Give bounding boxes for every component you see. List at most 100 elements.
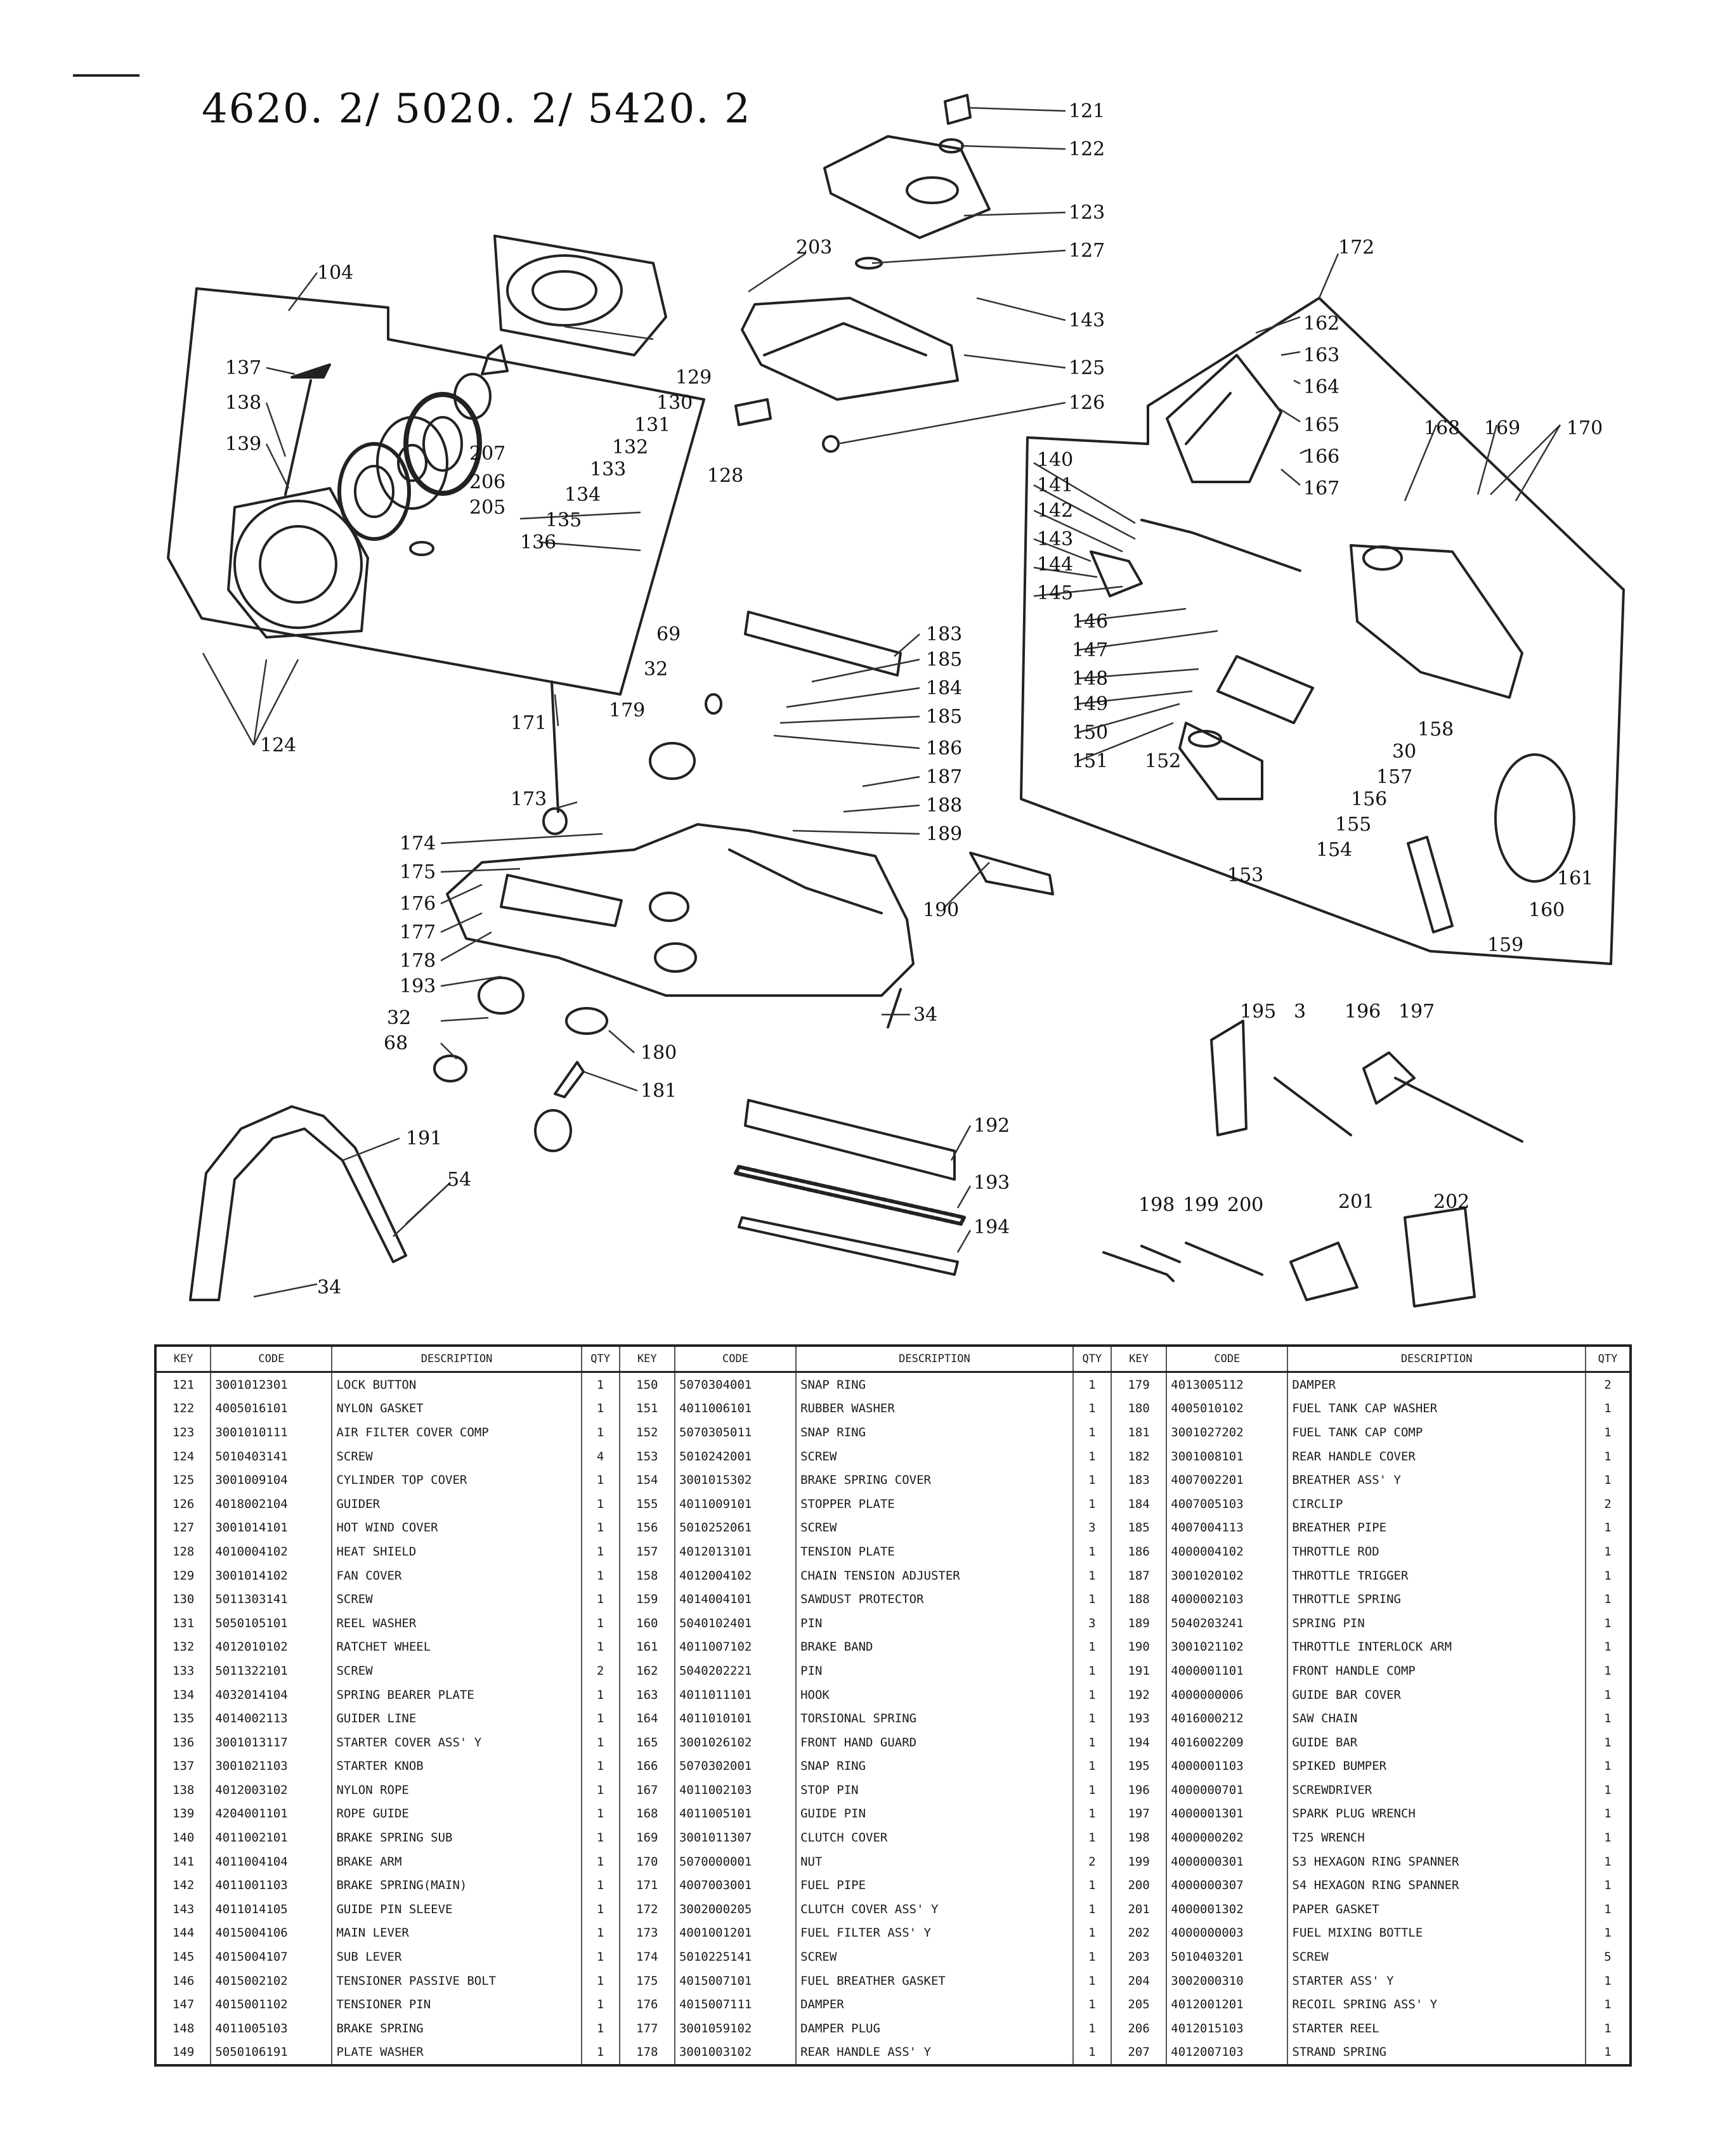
table-cell: 176: [618, 1992, 675, 2017]
table-cell: 186: [1110, 1540, 1168, 1564]
table-cell: 4001001201: [674, 1921, 797, 1945]
table-cell: CLUTCH COVER: [795, 1826, 1074, 1850]
table-cell: 1: [580, 1897, 620, 1921]
table-cell: 4012010102: [210, 1635, 333, 1659]
part-label: 177: [400, 921, 436, 944]
table-cell: 4000001103: [1166, 1754, 1289, 1779]
table-cell: 1: [1072, 1372, 1112, 1397]
part-label: 143: [1037, 528, 1073, 550]
table-cell: 3001021103: [210, 1754, 333, 1779]
table-cell: 137: [154, 1754, 212, 1779]
table-cell: 1: [1584, 1468, 1632, 1492]
table-cell: 3001013117: [210, 1730, 333, 1755]
table-cell: 195: [1110, 1754, 1168, 1779]
table-cell: 4016000212: [1166, 1706, 1289, 1731]
table-cell: SCREW: [1287, 1945, 1586, 1969]
table-cell: 130: [154, 1587, 212, 1611]
table-cell: 196: [1110, 1778, 1168, 1802]
part-label: 144: [1037, 554, 1073, 576]
table-cell: 1: [580, 1682, 620, 1707]
part-label: 142: [1037, 500, 1073, 522]
part-label: 141: [1037, 474, 1073, 497]
table-cell: 4015007101: [674, 1968, 797, 1993]
table-cell: 3001009104: [210, 1468, 333, 1492]
table-cell: NYLON GASKET: [331, 1396, 582, 1421]
part-label: 199: [1183, 1194, 1219, 1216]
table-cell: 3001014102: [210, 1563, 333, 1588]
table-cell: FUEL BREATHER GASKET: [795, 1968, 1074, 1993]
table-cell: 1: [1584, 1802, 1632, 1826]
table-cell: BREATHER PIPE: [1287, 1516, 1586, 1540]
column-header: DESCRIPTION: [331, 1346, 582, 1373]
table-cell: PLATE WASHER: [331, 2040, 582, 2066]
table-cell: 1: [1072, 1491, 1112, 1516]
table-cell: 1: [580, 1754, 620, 1779]
table-cell: 153: [618, 1444, 675, 1469]
table-cell: SCREW: [795, 1444, 1074, 1469]
table-cell: T25 WRENCH: [1287, 1826, 1586, 1850]
part-label: 123: [1069, 202, 1105, 224]
part-label: 172: [1338, 237, 1374, 259]
table-cell: 1: [580, 1921, 620, 1945]
part-label: 122: [1069, 138, 1105, 160]
table-cell: 1: [1584, 1420, 1632, 1445]
table-cell: 5070304001: [674, 1372, 797, 1397]
table-cell: 3001015302: [674, 1468, 797, 1492]
table-cell: HOOK: [795, 1682, 1074, 1707]
table-cell: 4000000307: [1166, 1873, 1289, 1898]
table-cell: 1: [580, 1873, 620, 1898]
part-label: 159: [1487, 934, 1523, 956]
table-cell: 178: [618, 2040, 675, 2066]
table-cell: 1: [1584, 1682, 1632, 1707]
table-cell: 2: [1072, 1849, 1112, 1874]
table-cell: 1: [1584, 1587, 1632, 1611]
table-cell: 4007002201: [1166, 1468, 1289, 1492]
starter-assembly-panel: [167, 235, 705, 696]
table-cell: 1: [1584, 1968, 1632, 1993]
table-cell: SAWDUST PROTECTOR: [795, 1587, 1074, 1611]
table-cell: GUIDER: [331, 1491, 582, 1516]
table-cell: 4011006101: [674, 1396, 797, 1421]
part-label: 143: [1069, 309, 1105, 332]
column-header: QTY: [1584, 1346, 1632, 1373]
table-cell: BRAKE SPRING SUB: [331, 1826, 582, 1850]
table-cell: AIR FILTER COVER COMP: [331, 1420, 582, 1445]
table-cell: 3001010111: [210, 1420, 333, 1445]
table-cell: 1: [1072, 1826, 1112, 1850]
part-label: 178: [400, 950, 436, 972]
part-label: 30: [1392, 741, 1416, 763]
part-label: 206: [469, 471, 505, 493]
part-label: 149: [1072, 693, 1108, 715]
part-label: 198: [1138, 1194, 1175, 1216]
table-cell: 4015002102: [210, 1968, 333, 1993]
table-cell: 4015004106: [210, 1921, 333, 1945]
table-cell: 175: [618, 1968, 675, 1993]
part-label: 157: [1376, 766, 1412, 788]
part-label: 137: [225, 357, 261, 379]
table-cell: 1: [580, 2016, 620, 2041]
table-cell: STOP PIN: [795, 1778, 1074, 1802]
part-label: 180: [641, 1042, 677, 1064]
table-cell: 133: [154, 1659, 212, 1683]
table-cell: 204: [1110, 1968, 1168, 1993]
table-cell: 1: [580, 1968, 620, 1993]
table-cell: 4015001102: [210, 1992, 333, 2017]
part-label: 131: [634, 414, 670, 436]
table-cell: 4007004113: [1166, 1516, 1289, 1540]
table-cell: 5050106191: [210, 2040, 333, 2066]
table-cell: 4011014105: [210, 1897, 333, 1921]
part-label: 133: [590, 458, 626, 481]
table-cell: THROTTLE SPRING: [1287, 1587, 1586, 1611]
table-cell: 168: [618, 1802, 675, 1826]
table-cell: 1: [1584, 1635, 1632, 1659]
table-cell: LOCK BUTTON: [331, 1372, 582, 1397]
table-cell: 149: [154, 2040, 212, 2066]
